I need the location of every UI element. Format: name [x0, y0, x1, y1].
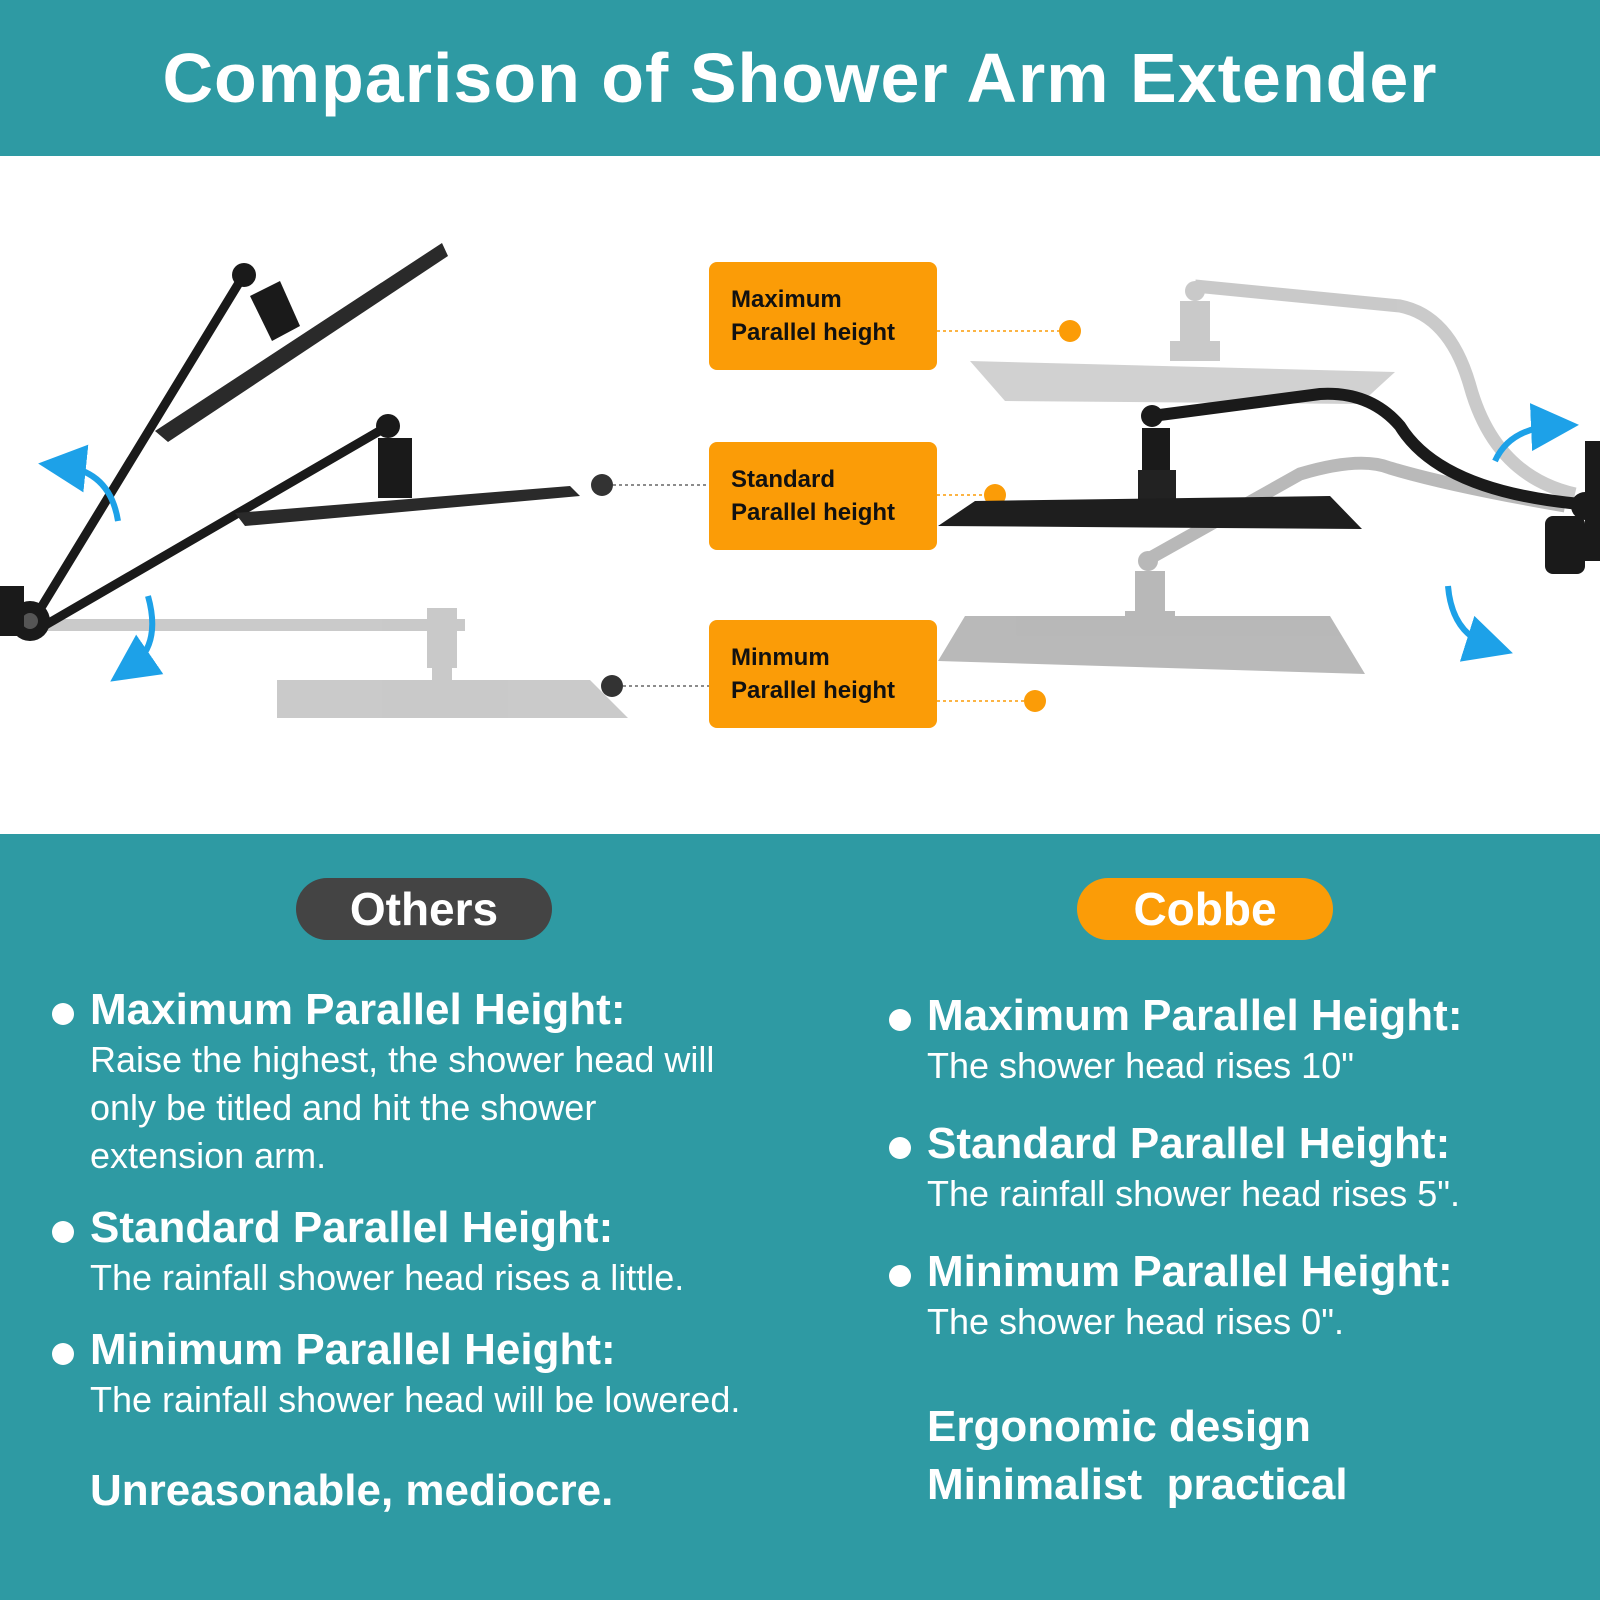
callout-maximum-line1: Maximum	[731, 286, 842, 313]
cobbe-item-standard-title: Standard Parallel Height:	[927, 1119, 1451, 1168]
others-wall-mount	[0, 586, 50, 641]
cobbe-max-arm	[970, 279, 1577, 501]
others-column: Maximum Parallel Height: Raise the highe…	[50, 984, 830, 1520]
header-banner: Comparison of Shower Arm Extender	[0, 0, 1600, 156]
cobbe-item-min-desc: The shower head rises 0".	[927, 1301, 1344, 1342]
cobbe-item-max-desc: The shower head rises 10"	[927, 1045, 1355, 1086]
callout-minimum-line2: Parallel height	[731, 677, 896, 704]
others-item-min: Minimum Parallel Height: The rainfall sh…	[50, 1324, 830, 1424]
right-connectors	[937, 320, 1081, 712]
others-item-standard-title: Standard Parallel Height:	[90, 1203, 614, 1252]
bullet-icon	[52, 1003, 74, 1025]
others-item-min-title: Minimum Parallel Height:	[90, 1325, 616, 1374]
callout-standard-line2: Parallel height	[731, 499, 896, 526]
callout-maximum: Maximum Parallel height	[709, 262, 937, 370]
cobbe-column: Maximum Parallel Height: The shower head…	[887, 990, 1587, 1514]
others-verdict: Unreasonable, mediocre.	[90, 1466, 614, 1515]
callout-maximum-line2: Parallel height	[731, 319, 896, 346]
others-item-standard: Standard Parallel Height: The rainfall s…	[50, 1202, 830, 1302]
others-item-min-desc: The rainfall shower head will be lowered…	[90, 1379, 741, 1420]
comparison-section: Others Cobbe Maximum Parallel Height: Ra…	[0, 834, 1600, 1600]
others-min-arm	[40, 608, 628, 718]
bullet-icon	[52, 1343, 74, 1365]
others-max-arm	[21, 243, 448, 637]
cobbe-item-standard: Standard Parallel Height: The rainfall s…	[887, 1118, 1587, 1218]
cobbe-label: Cobbe	[1077, 878, 1333, 940]
cobbe-item-min: Minimum Parallel Height: The shower head…	[887, 1246, 1587, 1346]
bullet-icon	[889, 1265, 911, 1287]
cobbe-item-max-title: Maximum Parallel Height:	[927, 991, 1463, 1040]
callout-standard-line1: Standard	[731, 466, 836, 493]
bullet-icon	[52, 1221, 74, 1243]
callout-standard: Standard Parallel height	[709, 442, 937, 550]
others-item-max-desc: Raise the highest, the shower head will …	[90, 1039, 715, 1176]
cobbe-item-min-title: Minimum Parallel Height:	[927, 1247, 1453, 1296]
page-title: Comparison of Shower Arm Extender	[162, 39, 1438, 117]
comparison-illustration: Maximum Parallel height Standard Paralle…	[0, 156, 1600, 834]
cobbe-verdict-line2: Minimalist practical	[927, 1460, 1348, 1509]
left-connectors	[591, 474, 709, 697]
cobbe-arrows	[1445, 403, 1579, 662]
cobbe-verdict-line1: Ergonomic design	[927, 1402, 1311, 1451]
bullet-icon	[889, 1009, 911, 1031]
others-item-max: Maximum Parallel Height: Raise the highe…	[50, 984, 830, 1180]
bullet-icon	[889, 1137, 911, 1159]
cobbe-item-standard-desc: The rainfall shower head rises 5".	[927, 1173, 1461, 1214]
cobbe-wall-mount	[1545, 441, 1600, 574]
callout-minimum: Minmum Parallel height	[709, 620, 937, 728]
cobbe-item-max: Maximum Parallel Height: The shower head…	[887, 990, 1587, 1090]
cobbe-verdict: Ergonomic design Minimalist practical	[887, 1398, 1587, 1514]
cobbe-min-arm	[938, 456, 1567, 674]
others-standard-arm	[27, 414, 580, 638]
others-arrows	[38, 444, 164, 682]
others-label: Others	[296, 878, 552, 940]
cobbe-standard-arm	[938, 387, 1581, 529]
callout-minimum-line1: Minmum	[731, 644, 830, 671]
shower-arms-drawing	[0, 243, 1600, 718]
others-item-standard-desc: The rainfall shower head rises a little.	[90, 1257, 685, 1298]
others-item-max-title: Maximum Parallel Height:	[90, 985, 626, 1034]
